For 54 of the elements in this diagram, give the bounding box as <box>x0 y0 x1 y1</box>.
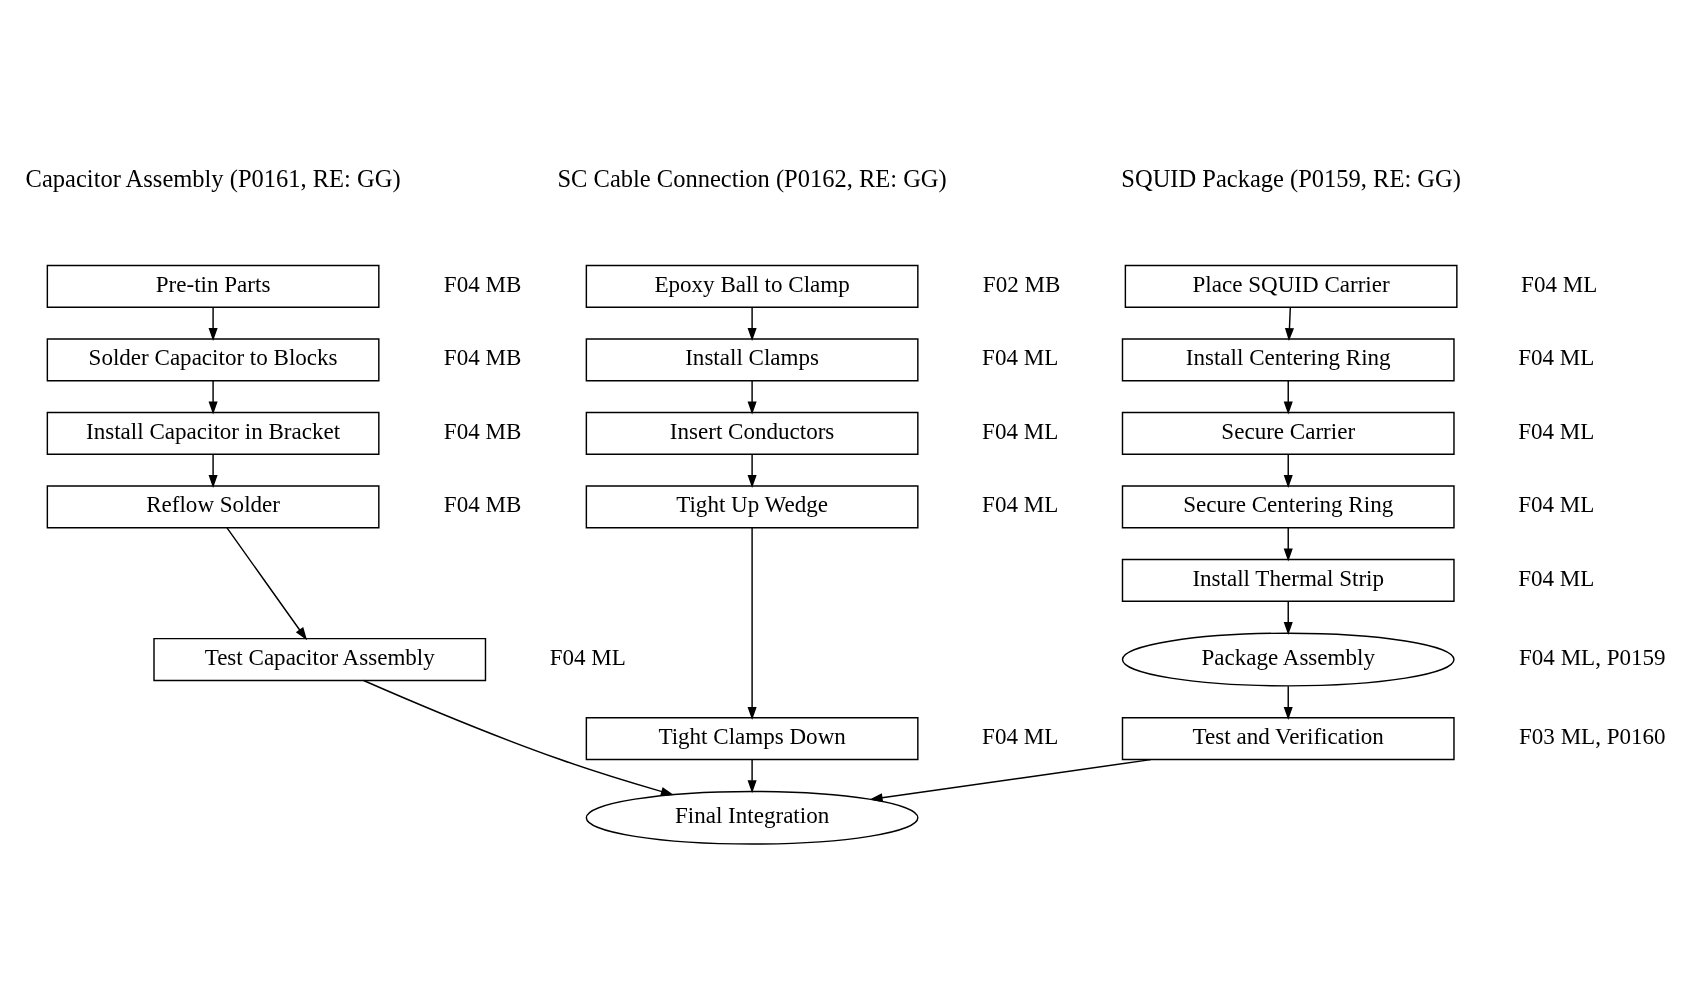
node-box: Place SQUID Carrier <box>1124 264 1458 309</box>
node-box: Install Centering Ring <box>1121 338 1455 382</box>
node-label: F04 ML <box>1518 344 1595 371</box>
node-box: Test and Verification <box>1121 717 1455 761</box>
node-box: Insert Conductors <box>585 411 919 456</box>
arrow <box>747 380 757 415</box>
node-ellipse: Package Assembly <box>1121 632 1455 687</box>
arrow <box>747 527 757 720</box>
node-label: F02 MB <box>982 270 1061 297</box>
arrow <box>208 453 218 489</box>
arrow <box>208 306 218 342</box>
node-label: F04 ML <box>982 344 1059 371</box>
node-box: Install Thermal Strip <box>1121 558 1455 603</box>
node-box: Pre-tin Parts <box>46 264 380 309</box>
node-label: F04 MB <box>443 270 522 297</box>
node-box: Reflow Solder <box>46 485 380 529</box>
arrow <box>362 679 674 796</box>
arrow <box>747 306 757 342</box>
node-label: F04 ML <box>1521 270 1598 297</box>
node-box: Epoxy Ball to Clamp <box>585 264 919 309</box>
arrow <box>747 759 757 794</box>
arrow <box>1283 685 1293 720</box>
node-label: F04 ML <box>1518 491 1595 518</box>
label: SQUID Package (P0159, RE: GG) <box>1121 165 1461 193</box>
node-label: F04 ML <box>982 417 1059 444</box>
node-label: F04 MB <box>443 491 522 518</box>
arrow <box>869 758 1152 803</box>
arrow <box>1283 600 1293 635</box>
arrow <box>1283 380 1293 415</box>
arrow <box>747 453 757 489</box>
node-label: F04 MB <box>443 344 522 371</box>
node-label: F04 ML <box>1518 564 1595 591</box>
node-box: Tight Clamps Down <box>585 717 919 761</box>
node-box: Secure Carrier <box>1121 411 1455 456</box>
node-box: Install Capacitor in Bracket <box>46 411 380 456</box>
label: Capacitor Assembly (P0161, RE: GG) <box>25 165 401 193</box>
node-label: F04 ML <box>982 723 1059 750</box>
node-label: F04 ML <box>549 644 626 671</box>
node-label: F04 ML, P0159 <box>1519 644 1666 671</box>
label: SC Cable Connection (P0162, RE: GG) <box>557 165 947 193</box>
arrow <box>1283 527 1293 562</box>
node-label: F04 MB <box>443 417 522 444</box>
node-label: F04 ML <box>1518 417 1595 444</box>
node-box: Install Clamps <box>585 338 919 382</box>
node-label: F04 ML <box>982 491 1059 518</box>
node-box: Tight Up Wedge <box>585 485 919 529</box>
node-box: Secure Centering Ring <box>1121 485 1455 529</box>
arrow <box>208 380 218 415</box>
node-box: Solder Capacitor to Blocks <box>46 338 380 382</box>
arrow <box>1284 306 1294 342</box>
node-label: F03 ML, P0160 <box>1519 723 1666 750</box>
arrow <box>1283 453 1293 489</box>
arrow <box>226 527 308 641</box>
node-box: Test Capacitor Assembly <box>153 637 487 682</box>
